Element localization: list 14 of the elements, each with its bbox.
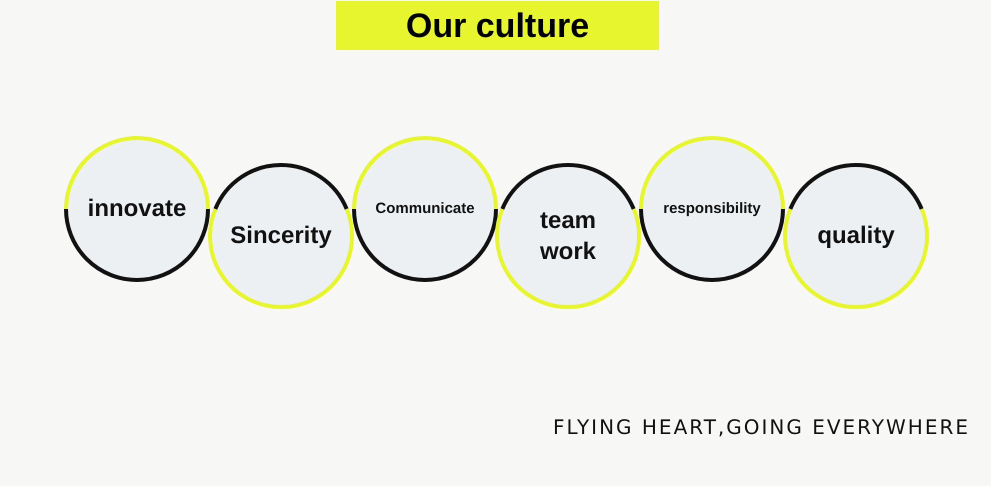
value-circle	[783, 163, 929, 309]
circle-label: responsibility	[662, 199, 762, 219]
value-circle	[208, 163, 354, 309]
circle-label: team work	[538, 206, 598, 267]
value-circle	[639, 136, 785, 282]
slogan-text: FLYING HEART,GOING EVERYWHERE	[552, 417, 970, 437]
value-circle	[64, 136, 210, 282]
circle-label: innovate	[86, 194, 188, 224]
circle-label: quality	[816, 221, 896, 252]
value-circle	[495, 163, 641, 309]
circle-label: Communicate	[374, 199, 476, 219]
circle-label: Sincerity	[229, 221, 333, 252]
value-circle	[352, 136, 498, 282]
title-banner: Our culture	[336, 1, 659, 50]
